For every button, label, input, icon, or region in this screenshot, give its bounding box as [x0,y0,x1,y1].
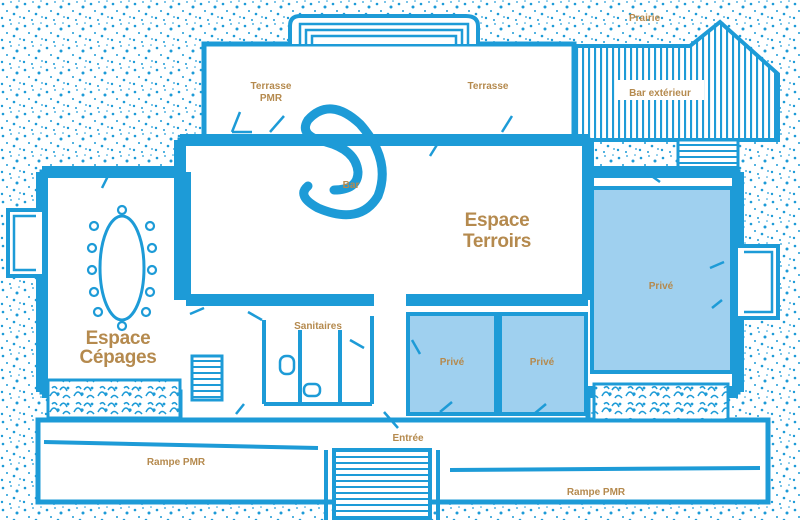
label-rampe-pmr-left: Rampe PMR [147,457,206,468]
label-sanitaires: Sanitaires [294,321,342,332]
label-prive-mid: Privé [530,357,555,368]
label-espace-terroirs-line2: Terroirs [463,231,531,252]
oval-table [98,214,146,322]
label-bar-exterieur: Bar extérieur [629,88,691,99]
rampe-right-rail [449,466,761,472]
label-espace-cepages-line1: Espace [86,328,151,349]
prive-left-room [406,312,498,416]
entrance-stairs [332,448,432,520]
bar-counter [299,104,387,220]
label-prive-left: Privé [440,357,465,368]
label-rampe-pmr-right: Rampe PMR [567,487,626,498]
toilet [278,354,296,376]
planter-left [46,378,182,420]
label-entree: Entrée [392,433,424,444]
label-espace-cepages-line2: Cépages [79,347,156,368]
door-swings [100,111,725,429]
label-bar: Bar [343,180,360,191]
prive-large-room [590,186,734,374]
label-terrasse-pmr-line1: Terrasse [251,81,292,92]
label-prairie: Prairie [629,13,661,24]
prive-mid-room [498,312,588,416]
label-prive-large: Privé [649,281,674,292]
table-chairs [86,204,158,332]
label-terrasse-pmr-line2: PMR [260,93,283,104]
rampe-left-rail [43,440,319,450]
planter-right [592,382,730,422]
terrace-area [201,41,577,145]
label-espace-terroirs-line1: Espace [465,210,530,231]
small-stairs [190,354,224,402]
label-terrasse: Terrasse [468,81,509,92]
